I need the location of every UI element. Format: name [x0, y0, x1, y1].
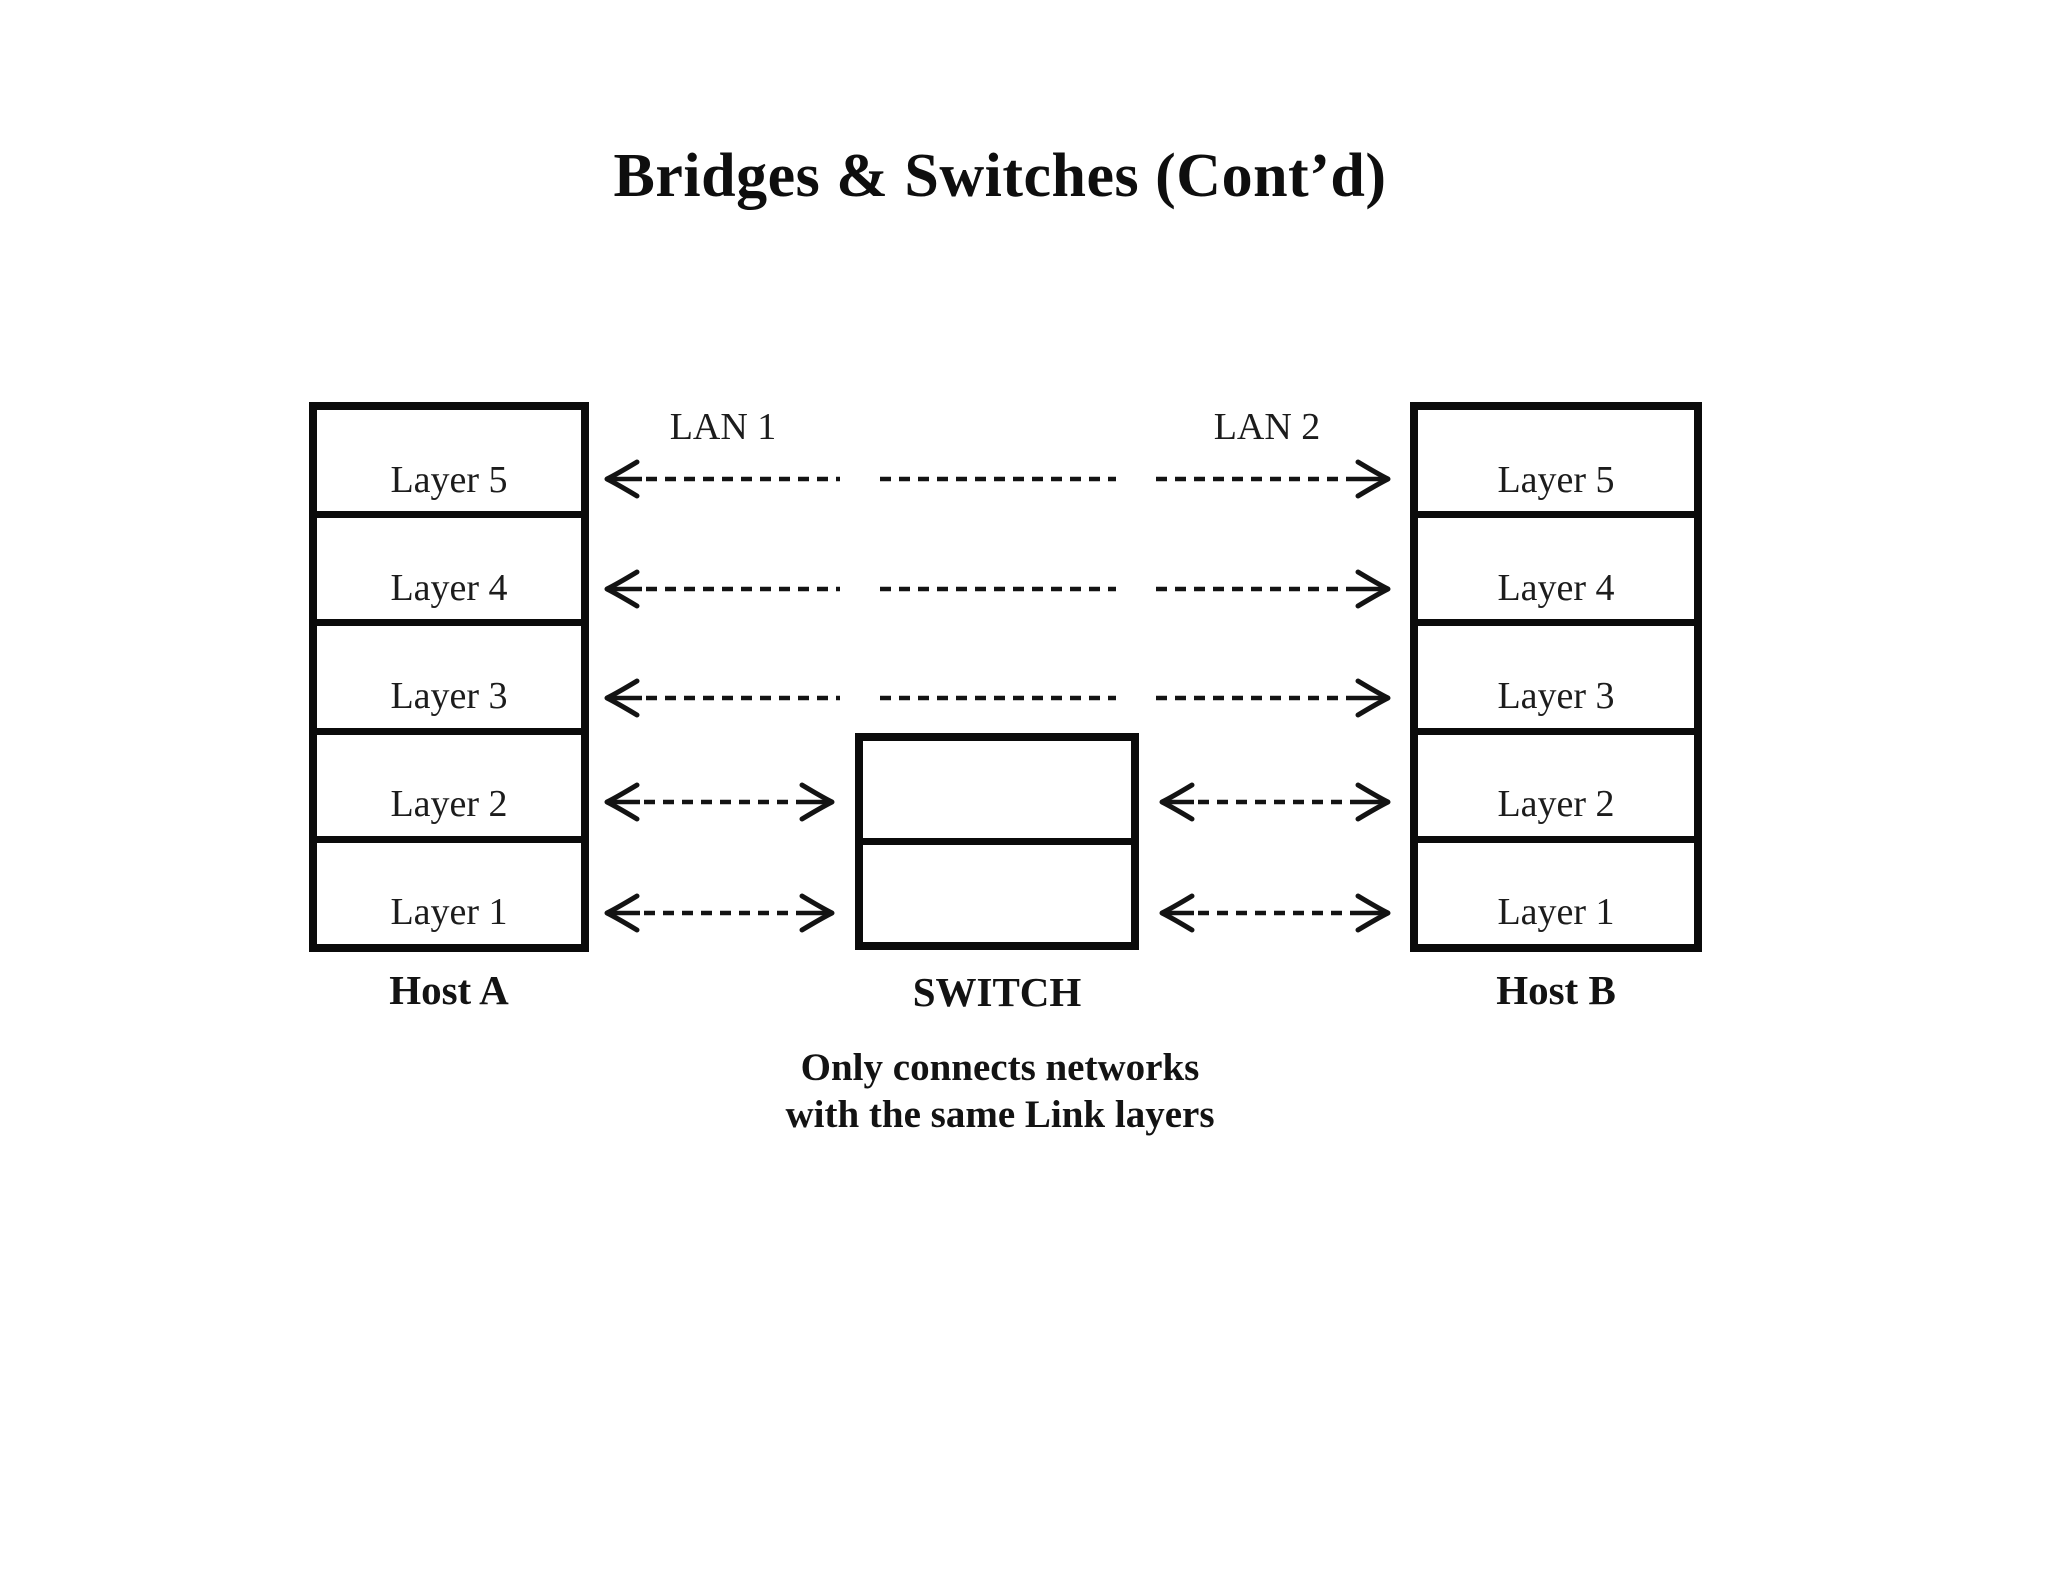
page-title: Bridges & Switches (Cont’d) [613, 142, 1387, 210]
host-b-layer-1: Layer 1 [1497, 891, 1615, 934]
host-a-layer-3: Layer 3 [317, 626, 581, 735]
host-a-layer-5: Layer 5 [317, 410, 581, 519]
arrow-layer3-end-to-end [604, 678, 1391, 718]
switch-note: Only connects networks with the same Lin… [700, 1044, 1300, 1138]
switch-box [855, 733, 1139, 950]
host-a-layer-4: Layer 4 [317, 518, 581, 627]
host-a-layer-1: Layer 1 [390, 891, 508, 934]
arrow-layer4-end-to-end [604, 569, 1391, 609]
host-a-label: Host A [389, 967, 509, 1013]
arrow-layer2-switch-hostb [1159, 782, 1391, 822]
switch-note-line-1: Only connects networks [800, 1046, 1200, 1089]
host-b-stack: Layer 5 Layer 4 Layer 3 Layer 2 Layer 1 [1410, 402, 1702, 952]
host-b-label: Host B [1496, 967, 1616, 1013]
switch-physical-layer-cell [863, 845, 1131, 942]
switch-label: SWITCH [912, 969, 1082, 1015]
switch-note-line-2: with the same Link layers [785, 1093, 1215, 1136]
arrow-layer1-hosta-switch [604, 893, 835, 933]
arrow-layer5-end-to-end [604, 459, 1391, 499]
host-b-layer-3: Layer 3 [1418, 626, 1694, 735]
arrow-layer1-switch-hostb [1159, 893, 1391, 933]
host-a-stack: Layer 5 Layer 4 Layer 3 Layer 2 Layer 1 [309, 402, 589, 952]
host-a-layer-2: Layer 2 [317, 735, 581, 843]
host-b-layer-5: Layer 5 [1418, 410, 1694, 519]
switch-link-layer-cell [863, 741, 1131, 845]
lan2-label: LAN 2 [1213, 406, 1321, 448]
host-b-layer-2: Layer 2 [1418, 735, 1694, 843]
lan1-label: LAN 1 [669, 406, 777, 448]
host-b-layer-4: Layer 4 [1418, 518, 1694, 627]
arrow-layer2-hosta-switch [604, 782, 835, 822]
